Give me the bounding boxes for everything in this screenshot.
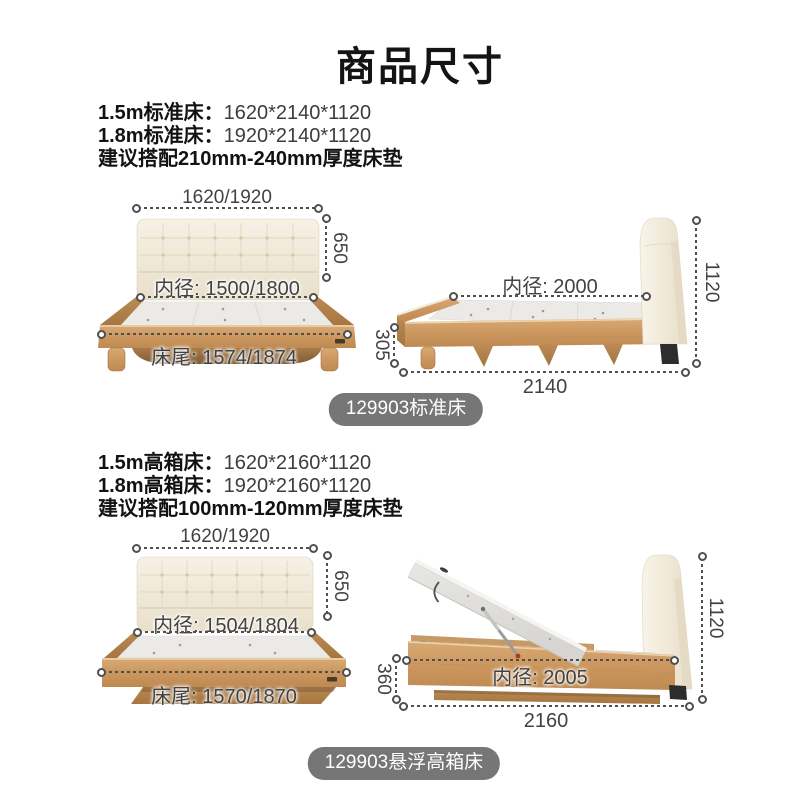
total-height-dim-label: 1120 [705,597,726,639]
front-width-dim-label: 1620/1920 [180,526,270,547]
spec-row: 1.5m标准床：1620*2140*1120 [98,102,403,125]
length-dim-label: 2140 [522,376,568,398]
spec-value: 1620*2160*1120 [223,452,372,474]
page-title: 商品尺寸 [336,45,504,89]
spec-value: 1920*2160*1120 [223,475,372,497]
side-inner-dim-label: 内径: 2000 [502,276,598,298]
front-width-dim-line [132,203,323,213]
standard-bed-side-illustration [396,217,688,370]
front-inner-dim-line [136,292,318,302]
side-inner-dim-line [449,291,651,301]
base-height-dim-label: 360 [373,663,394,695]
base-height-dim-label: 305 [371,329,392,361]
front-inner-dim-label: 内径: 1504/1804 [153,615,299,637]
length-dim-label: 2160 [523,710,569,732]
spec-label: 1.5m标准床： [98,102,224,124]
spec-row: 1.8m高箱床：1920*2160*1120 [98,475,403,498]
spec-row: 1.8m标准床：1920*2140*1120 [98,125,403,148]
length-dim-line [399,367,690,377]
standard-bed-specs: 1.5m标准床：1620*2140*1120 1.8m标准床：1920*2140… [98,102,403,171]
spec-value: 1620*2140*1120 [223,102,372,124]
standard-bed-front-illustration [98,218,356,372]
spec-label: 1.8m标准床： [98,125,224,147]
side-inner-dim-label: 内径: 2005 [492,667,588,689]
length-dim-line [399,701,694,711]
spec-value: 1920*2140*1120 [223,125,372,147]
spec-row: 1.5m高箱床：1620*2160*1120 [98,452,403,475]
total-height-dim-line [697,552,707,704]
front-inner-dim-line [133,627,316,637]
foot-width-dim-line [97,667,351,677]
mattress-note: 建议搭配100mm-120mm厚度床垫 [98,498,403,520]
total-height-dim-line [691,216,701,368]
base-height-dim-line [391,654,401,704]
headboard-height-dim-label: 650 [329,232,350,264]
spec-label: 1.8m高箱床： [98,475,224,497]
headboard-height-dim-label: 650 [330,570,351,602]
total-height-dim-label: 1120 [701,261,722,303]
front-width-dim-label: 1620/1920 [182,187,272,208]
spec-label: 1.5m高箱床： [98,452,224,474]
foot-width-dim-line [97,329,352,339]
standard-bed-badge: 129903标准床 [328,393,484,426]
storage-bed-specs: 1.5m高箱床：1620*2160*1120 1.8m高箱床：1920*2160… [98,452,403,521]
storage-bed-front-illustration [102,556,346,704]
headboard-height-dim-line [322,551,332,621]
storage-bed-badge: 129903悬浮高箱床 [307,747,501,780]
base-height-dim-line [389,323,399,368]
foot-width-dim-label: 床尾: 1570/1870 [151,686,297,708]
headboard-height-dim-line [321,214,331,282]
storage-bed-side-illustration [407,554,693,704]
front-inner-dim-label: 内径: 1500/1800 [154,278,300,300]
front-width-dim-line [132,543,318,553]
mattress-note: 建议搭配210mm-240mm厚度床垫 [98,148,403,170]
foot-width-dim-label: 床尾: 1574/1874 [151,347,297,369]
side-inner-dim-line [402,655,679,665]
